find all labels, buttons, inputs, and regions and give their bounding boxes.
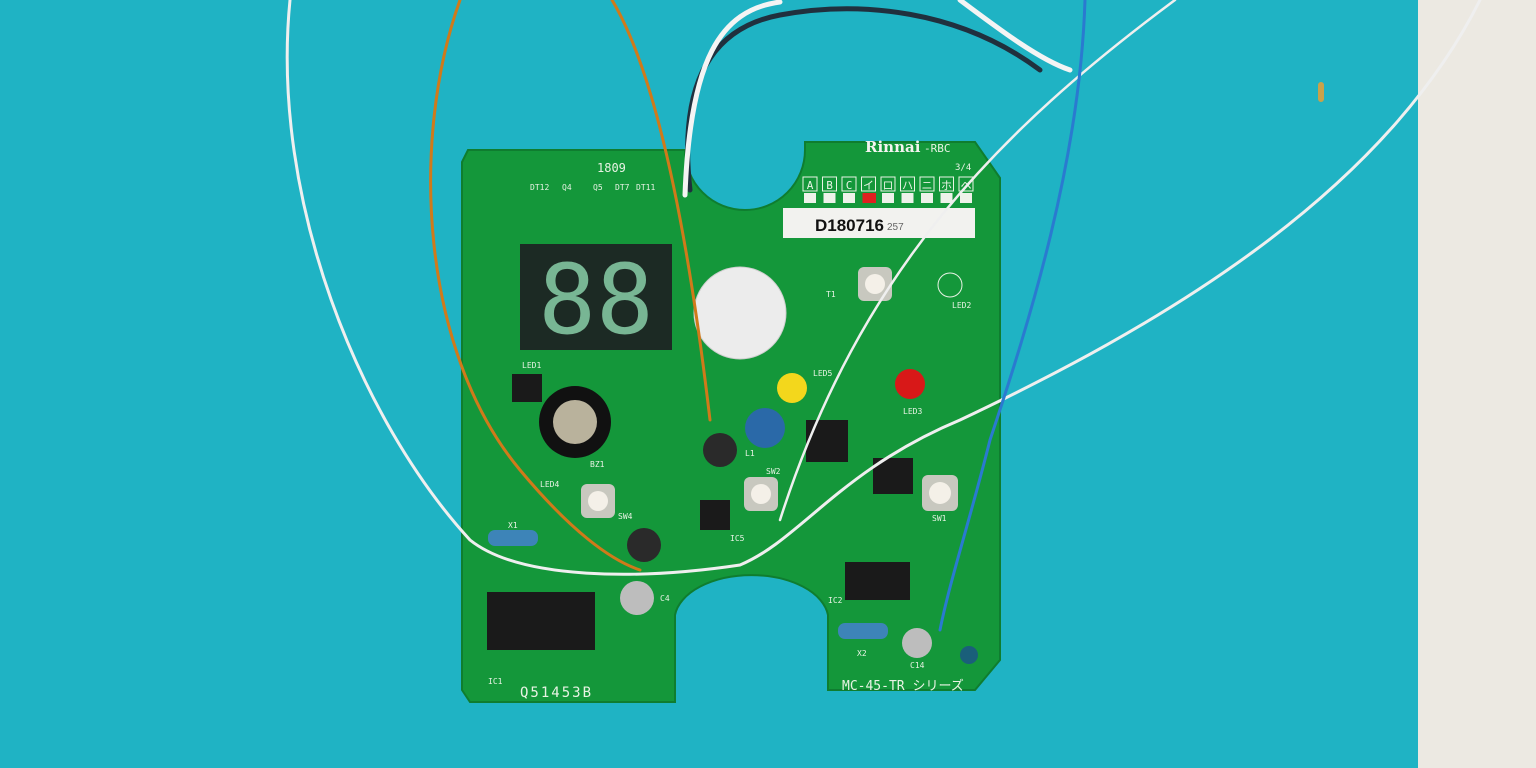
tact-switches: [581, 267, 958, 518]
selector-mark-label: B: [826, 179, 833, 192]
selector-mark-box: [802, 176, 818, 192]
selector-pad: [901, 193, 914, 203]
capacitor-c14: [902, 628, 932, 658]
label-q4: Q4: [562, 183, 572, 192]
selector-mark-box: [841, 176, 857, 192]
selector-pad: [823, 193, 836, 203]
label-led4: LED4: [540, 480, 559, 489]
selector-pad: [882, 193, 894, 203]
selector-mark-box: [822, 176, 837, 192]
selector-mark-label: イ: [863, 179, 874, 192]
selector-mark-box: [880, 176, 896, 192]
top-code: 1809: [597, 161, 626, 175]
part-number: Q51453B: [520, 685, 593, 701]
mounting-hole: [960, 646, 978, 664]
label-c14: C14: [910, 661, 925, 670]
label-dt7: DT7: [615, 183, 630, 192]
selector-pad: [940, 193, 953, 203]
selector-mark-label: ロ: [883, 179, 894, 192]
label-ic2: IC2: [828, 596, 843, 605]
label-ic1: IC1: [488, 677, 503, 686]
label-c4: C4: [660, 594, 670, 603]
sticker-suffix: 257: [887, 222, 904, 233]
capacitor: [627, 528, 661, 562]
label-led2: LED2: [952, 301, 971, 310]
page-mark: 3/4: [955, 163, 971, 173]
ic1-chip: [487, 592, 595, 650]
crystal-x1: [488, 530, 538, 546]
label-x2: X2: [857, 649, 867, 658]
selector-mark-label: C: [846, 179, 853, 192]
brand-logo: Rinnai: [865, 138, 921, 156]
selector-pad: [843, 193, 855, 203]
label-led5: LED5: [813, 369, 832, 378]
selector-mark-box: [919, 176, 935, 192]
brand-suffix: -RBC: [924, 142, 951, 155]
ic2-chip: [845, 562, 910, 600]
table-edge: [1418, 0, 1536, 768]
crystal-x2: [838, 623, 888, 639]
selector-pad: [921, 193, 933, 203]
red-led: [895, 369, 925, 399]
selector-pad: [960, 193, 972, 203]
selector-mark-box: [900, 176, 915, 192]
label-q5: Q5: [593, 183, 603, 192]
selector-mark-box: [861, 176, 876, 192]
label-sw2: SW2: [766, 467, 781, 476]
model-label: MC-45-TR シリーズ: [842, 678, 964, 694]
label-t1: T1: [826, 290, 836, 299]
small-chip: [700, 500, 730, 530]
label-ic5: IC5: [730, 534, 745, 543]
selector-mark-box: [958, 176, 974, 192]
label-led1: LED1: [522, 361, 541, 370]
selector-mark-label: ハ: [902, 179, 913, 192]
red-indicator: [866, 193, 876, 203]
label-dt12: DT12: [530, 183, 549, 192]
selector-mark-label: ホ: [941, 179, 952, 192]
selector-mark-box: [939, 176, 954, 192]
label-led3: LED3: [903, 407, 922, 416]
selector-pad: [804, 193, 816, 203]
selector-mark-label: ニ: [922, 179, 933, 192]
sticker-code: D180716: [815, 216, 884, 235]
display-digits: 88: [538, 244, 654, 356]
white-coil: [693, 266, 787, 360]
component-labels: LED1 LED2 LED3 LED4 LED5 SW1 SW2 SW4 BZ1…: [488, 183, 971, 686]
led2-outline: [937, 272, 963, 298]
capacitor: [703, 433, 737, 467]
debris: [1318, 82, 1324, 102]
yellow-led: [777, 373, 807, 403]
label-x1: X1: [508, 521, 518, 530]
label-bz1: BZ1: [590, 460, 605, 469]
label-sw1: SW1: [932, 514, 947, 523]
seven-segment-display: [520, 244, 672, 350]
blue-inductor: [745, 408, 785, 448]
wires: [285, 0, 1482, 632]
label-l1: L1: [745, 449, 755, 458]
buzzer-center: [553, 400, 597, 444]
capacitor-c4: [620, 581, 654, 615]
small-chip: [512, 374, 542, 402]
regulator-chip: [806, 420, 848, 462]
label-dt11: DT11: [636, 183, 655, 192]
label-sw4: SW4: [618, 512, 633, 521]
selector-mark-label: A: [807, 179, 814, 192]
